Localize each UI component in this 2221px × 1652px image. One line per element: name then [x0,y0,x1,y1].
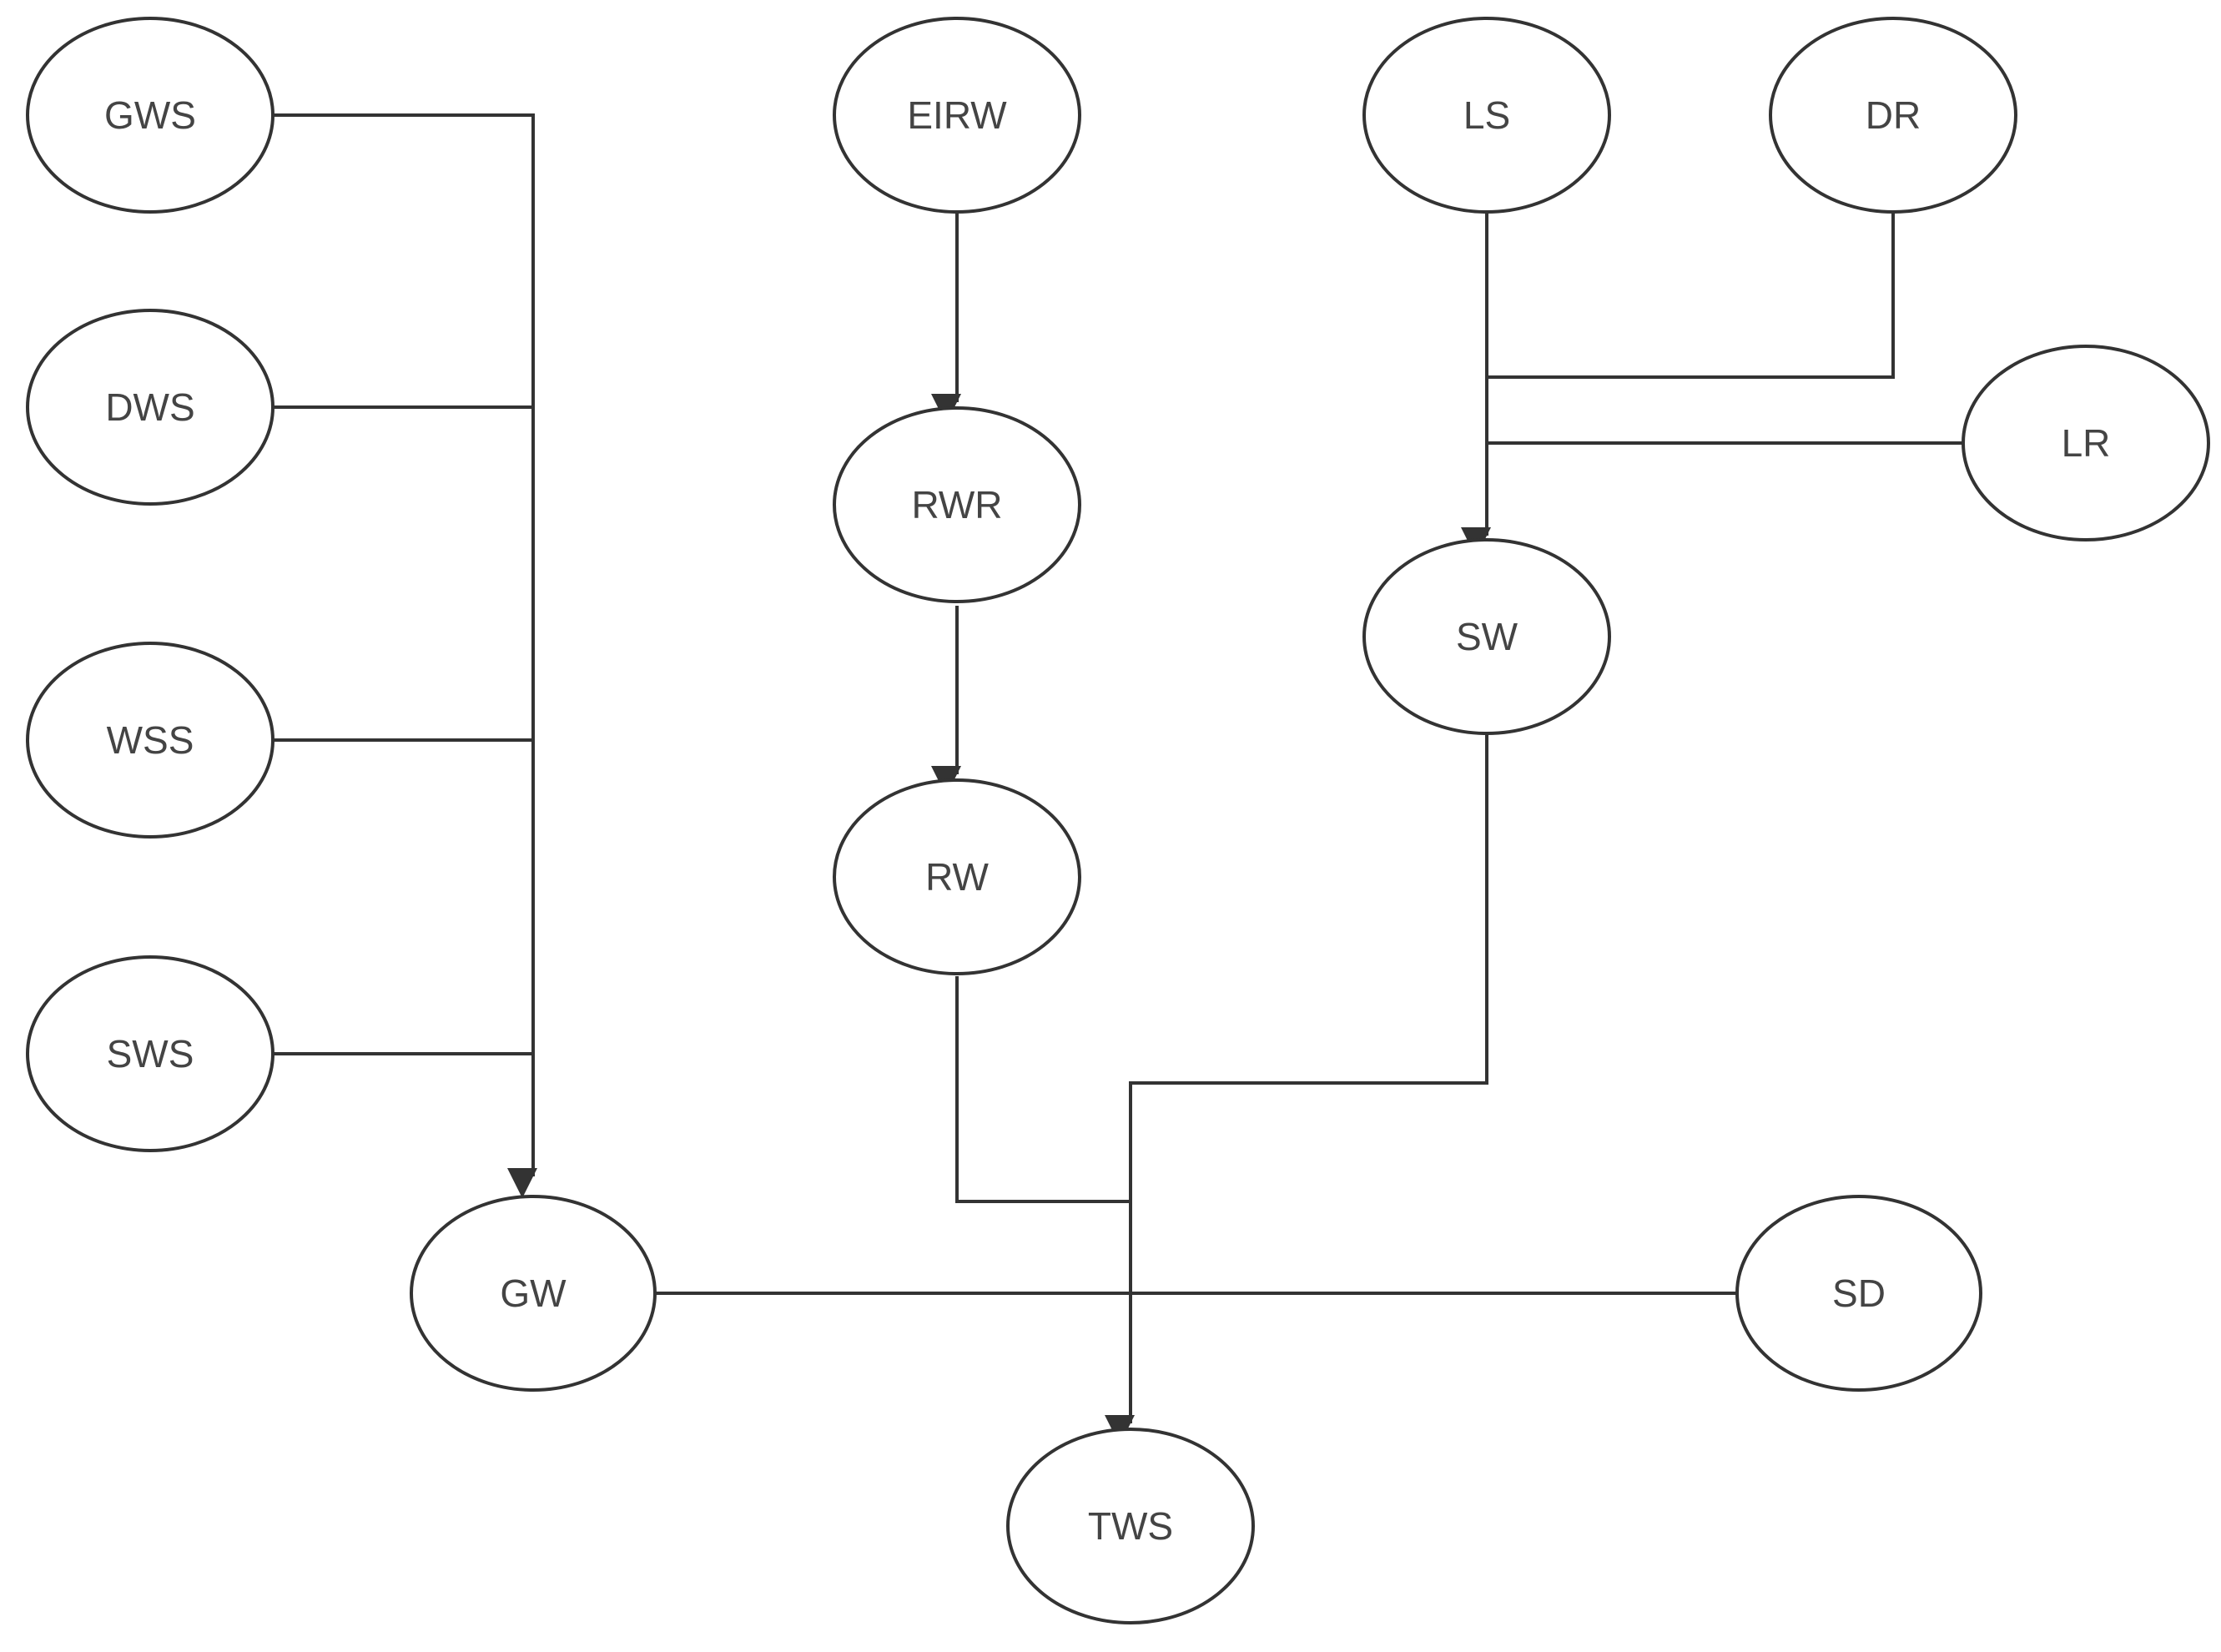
node-ls-ellipse [1362,17,1611,214]
edges [273,113,1964,1445]
edge-dr-to-sw [1487,212,1895,379]
node-ls: LS [1362,17,1611,214]
node-lr: LR [1962,345,2210,541]
node-gws-ellipse [26,17,274,214]
node-lr-label: LR [2062,421,2111,465]
node-tws-label: TWS [1088,1504,1173,1548]
node-dws: DWS [26,309,274,506]
node-eirw: EIRW [833,17,1081,214]
node-rwr-label: RWR [911,483,1002,526]
edge-rw-to-tws [955,976,1131,1203]
node-sd-ellipse [1735,1195,1982,1392]
node-wss: WSS [26,642,274,839]
node-wss-label: WSS [107,718,194,762]
node-sw-ellipse [1362,538,1611,735]
node-dr-label: DR [1866,93,1921,137]
node-rw-ellipse [833,778,1081,975]
node-sw: SW [1362,538,1611,735]
node-dws-ellipse [26,309,274,506]
node-sws-label: SWS [107,1032,194,1075]
node-dws-label: DWS [105,385,194,429]
node-gw-ellipse [410,1195,657,1392]
node-rw-label: RW [925,855,989,899]
node-tws: TWS [1006,1428,1255,1624]
edge-gws-to-gw [273,113,537,1198]
node-gw: GW [410,1195,657,1392]
node-lr-ellipse [1962,345,2210,541]
node-sws-ellipse [26,955,274,1152]
node-tws-ellipse [1006,1428,1255,1624]
node-rwr-ellipse [833,406,1081,603]
node-eirw-ellipse [833,17,1081,214]
node-dr: DR [1769,17,2017,214]
node-wss-ellipse [26,642,274,839]
node-sws: SWS [26,955,274,1152]
node-gws: GWS [26,17,274,214]
node-rw: RW [833,778,1081,975]
node-sw-label: SW [1456,615,1518,658]
node-ls-label: LS [1463,93,1510,137]
node-gws-label: GWS [104,93,196,137]
edge-sw-to-tws [1105,734,1488,1445]
nodes: GWS DWS WSS SWS EIRW RWR RW LS [26,17,2210,1624]
node-gw-label: GW [500,1272,567,1315]
node-dr-ellipse [1769,17,2017,214]
node-eirw-label: EIRW [907,93,1007,137]
node-sd: SD [1735,1195,1982,1392]
node-sd-label: SD [1832,1272,1886,1315]
node-rwr: RWR [833,406,1081,603]
